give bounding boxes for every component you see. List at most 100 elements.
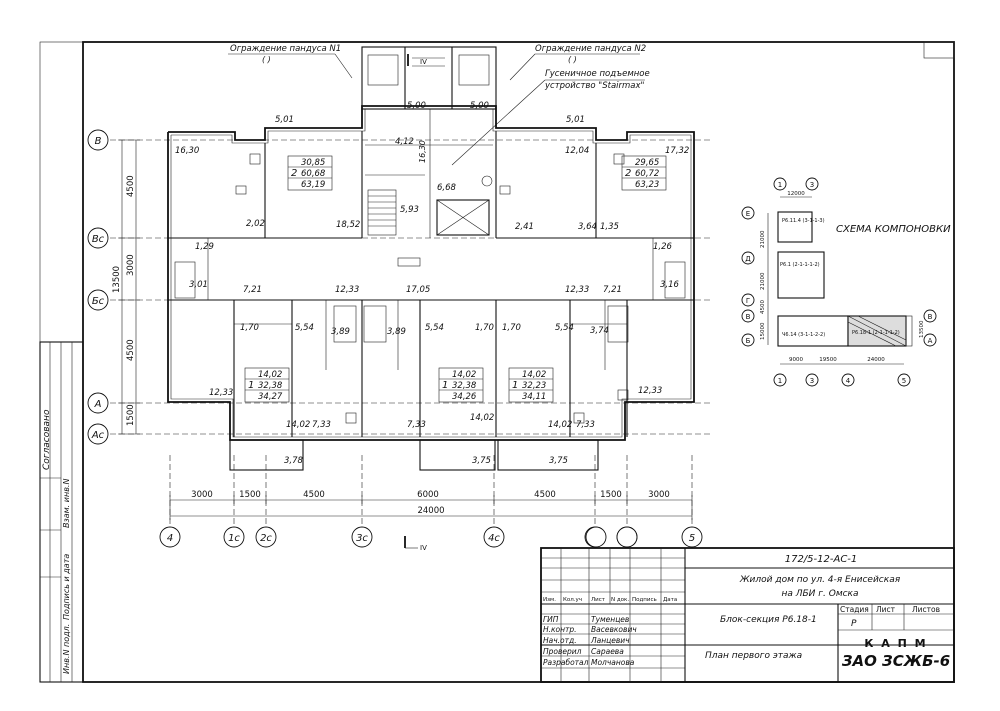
axis-bottom-4: 4 [167, 533, 173, 544]
flat-living-area: 14,02 [522, 370, 546, 380]
top-callouts: Ограждение пандуса N1 ( ) Ограждение пан… [228, 44, 650, 166]
stamp-code: 172/5-12-АС-1 [785, 554, 858, 565]
stamp-header: Подпись [632, 597, 657, 603]
ramp-fence-1-label: Ограждение пандуса N1 [230, 44, 341, 54]
inv-orig-label: Инв.N подл. [62, 624, 71, 674]
axis-left-bs: Бс [92, 296, 105, 307]
axis-bottom-2c: 2с [260, 533, 272, 544]
axis-left-as: Ас [91, 430, 105, 441]
room-labels: 16,30 5,01 5,00 5,00 5,01 4,12 16,30 12,… [175, 101, 689, 466]
sign-date-label: Подпись и дата [62, 554, 71, 620]
area-label: 7,21 [603, 285, 622, 295]
left-axis-bubbles: В Вс Бс А Ас [87, 129, 109, 445]
scheme-axis-right-v: В [928, 313, 933, 321]
flat-gross-area: 34,27 [258, 392, 283, 402]
scheme-axis-bottom-4: 4 [846, 377, 851, 385]
stamp-role: Проверил [543, 647, 582, 656]
area-label: 12,04 [565, 146, 589, 156]
section-marks: IV IV [404, 54, 427, 552]
area-label: 14,02 [470, 413, 494, 423]
flat-gross-area: 34,11 [522, 392, 546, 402]
area-label: 6,68 [437, 183, 457, 193]
area-label: 7,33 [407, 420, 426, 430]
flat-gross-area: 63,23 [635, 180, 659, 190]
stamp-header: Дата [663, 597, 677, 603]
dim-left-3000: 3000 [126, 254, 136, 276]
flat-total-area: 60,72 [635, 169, 659, 179]
flat-summary-box: 2 30,85 60,68 63,19 [287, 155, 333, 191]
flat-living-area: 29,65 [635, 158, 659, 168]
layout-scheme: СХЕМА КОМПОНОВКИ 1 3 12000 Е Д Г В Б 210… [741, 177, 951, 387]
area-label: 3,89 [331, 327, 350, 337]
scheme-axis-bottom-5: 5 [902, 377, 906, 385]
area-label: 18,52 [336, 220, 360, 230]
dim-bottom-5: 1500 [600, 490, 622, 500]
area-label: 3,16 [660, 280, 680, 290]
dim-left-1500: 1500 [126, 404, 136, 426]
dim-bottom-1: 1500 [239, 490, 261, 500]
area-label: 5,54 [555, 323, 574, 333]
stamp-sheet-label: Лист [876, 605, 896, 614]
dim-bottom-6: 3000 [648, 490, 670, 500]
area-label: 5,00 [407, 101, 426, 111]
section-mark-top: IV [420, 58, 427, 66]
axis-bottom-4c: 4с [488, 533, 500, 544]
area-label: 17,05 [406, 285, 430, 295]
axis-left-a: А [94, 399, 102, 410]
stamp-sheet-title: План первого этажа [705, 651, 802, 661]
section-mark-bottom: IV [420, 544, 427, 552]
outer-trim-frame [39, 41, 955, 683]
area-label: 12,33 [335, 285, 359, 295]
stamp-stage-label: Стадия [840, 605, 869, 614]
stamp-header: N док. [611, 597, 629, 603]
scheme-dim-right: 13500 [919, 320, 925, 338]
flat-living-area: 14,02 [258, 370, 282, 380]
axis-bottom-1c: 1с [228, 533, 240, 544]
area-label: 12,33 [209, 388, 233, 398]
lift-label-line2: устройство "Stairmax" [544, 81, 645, 91]
scheme-block-ch614 [777, 315, 849, 347]
scheme-axis-top-1: 1 [778, 181, 782, 189]
scheme-dim-left-3: 15000 [760, 322, 766, 340]
scheme-dim-left-0: 21000 [760, 230, 766, 248]
scheme-axis-top-3: 3 [810, 181, 814, 189]
area-label: 4,12 [395, 137, 414, 147]
flat-room-count: 1 [442, 380, 448, 391]
stamp-block: Блок-секция Р6.18-1 [720, 615, 817, 625]
flat-summaries: 2 30,85 60,68 63,19 2 29,65 60,72 63,23 … [244, 155, 667, 403]
stamp-name: Ланцевич [590, 636, 630, 645]
bottom-dimensions: 3000 1500 4500 6000 4500 1500 3000 24000 [169, 490, 693, 520]
dim-bottom-3: 6000 [417, 490, 439, 500]
ramp-fence-1-paren: ( ) [262, 55, 271, 64]
agreed-label: Согласовано [42, 409, 52, 470]
area-label: 1,29 [195, 242, 214, 252]
scheme-title: СХЕМА КОМПОНОВКИ [836, 224, 951, 235]
stamp-axis-markers [585, 526, 638, 548]
flat-room-count: 1 [512, 380, 518, 391]
scheme-block-label: Р6.18-1 (2-1-1-1-2) [852, 330, 900, 336]
stamp-role: Н.контр. [543, 625, 577, 634]
flat-summary-box: 1 14,02 32,23 34,11 [508, 367, 554, 403]
flat-room-count: 2 [625, 168, 631, 179]
scheme-dim-left-2: 4500 [760, 300, 766, 314]
scheme-axis-left-g: Г [746, 297, 750, 305]
area-label: 3,75 [472, 456, 491, 466]
flat-gross-area: 34,26 [452, 392, 477, 402]
flat-total-area: 60,68 [301, 169, 326, 179]
area-label: 14,02 [286, 420, 310, 430]
stamp-header: Изм. [543, 597, 556, 603]
area-label: 3,01 [189, 280, 208, 290]
area-label: 3,74 [590, 326, 609, 336]
area-label: 5,00 [470, 101, 489, 111]
axis-left-v: В [95, 136, 102, 147]
area-label: 7,33 [576, 420, 595, 430]
scheme-axis-right-a: А [928, 337, 933, 345]
lift-label-line1: Гусеничное подъемное [545, 69, 650, 79]
axis-bottom-5: 5 [689, 533, 695, 544]
stamp-header: Кол.уч [563, 597, 582, 603]
flat-total-area: 32,23 [522, 381, 546, 391]
area-label: 5,01 [275, 115, 294, 125]
scheme-block-label: Ч6.14 (3-1-1-2-2) [782, 332, 825, 338]
scheme-axis-bottom-3: 3 [810, 377, 814, 385]
area-label: 12,33 [638, 386, 662, 396]
